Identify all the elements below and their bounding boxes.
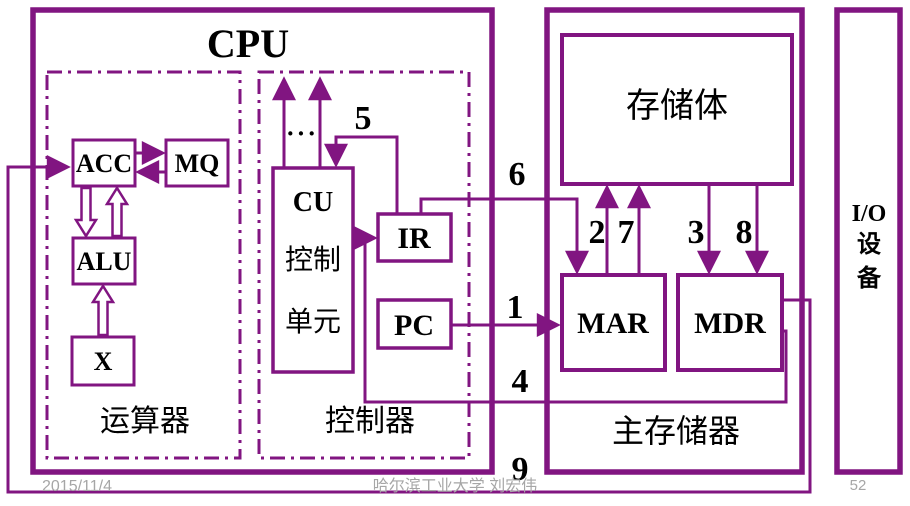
mdr-box [676, 273, 784, 372]
step-label-2: 2 [589, 214, 606, 251]
x-register-label: X [94, 347, 113, 376]
datapath-section-label: 运算器 [100, 405, 190, 438]
cpu-title: CPU [207, 21, 289, 66]
step-label-3: 3 [688, 214, 705, 251]
step-label-1: 1 [507, 289, 524, 326]
datapath-dashed-box [45, 70, 242, 460]
main-memory-box [544, 7, 805, 475]
block-arrow-x-to-alu [90, 283, 116, 337]
step-label-6: 6 [509, 156, 526, 193]
mar-box [560, 273, 667, 372]
mq-box [164, 138, 230, 188]
alu-label: ALU [77, 247, 132, 276]
alu-box [71, 236, 137, 286]
wire-ir-to-cu-step5 [324, 135, 399, 214]
io-device-box [834, 7, 903, 475]
io-label-line2: 设 [857, 231, 881, 258]
cu-label-cn1: 控制 [285, 244, 341, 276]
step-label-4: 4 [512, 363, 529, 400]
mq-label: MQ [175, 149, 220, 178]
wire-mdr-to-ir-step4 [353, 226, 788, 404]
storage-bank-label: 存储体 [626, 87, 728, 125]
io-label-line1: I/O [852, 201, 887, 227]
step-label-8: 8 [736, 214, 753, 251]
control-dashed-box [257, 70, 471, 460]
storage-bank-box [560, 33, 794, 186]
pc-label: PC [394, 309, 434, 342]
main-memory-label: 主存储器 [612, 413, 740, 449]
step-label-5: 5 [355, 100, 372, 137]
cu-box [271, 166, 355, 374]
footer-affiliation: 哈尔滨工业大学 刘宏伟 [373, 477, 537, 495]
footer-date: 2015/11/4 [42, 478, 112, 495]
cpu-box [30, 7, 495, 475]
step-label-9: 9 [512, 451, 529, 488]
io-label-line3: 备 [856, 264, 882, 292]
step-label-7: 7 [618, 214, 635, 251]
acc-label: ACC [76, 149, 132, 178]
block-arrow-acc-to-alu [73, 186, 99, 239]
cu-label-cn2: 单元 [285, 306, 341, 338]
mdr-label: MDR [694, 307, 766, 340]
wire-mdr-to-acc-step9 [6, 155, 812, 494]
ir-label: IR [397, 222, 431, 255]
control-signals-ellipsis: ··· [286, 119, 318, 148]
footer-page-number: 52 [850, 477, 867, 494]
acc-box [71, 138, 137, 188]
control-section-label: 控制器 [325, 405, 415, 438]
block-arrow-alu-to-acc [104, 185, 130, 238]
wire-ir-to-mar-step6 [419, 197, 589, 275]
x-register-box [70, 335, 136, 387]
cu-label: CU [293, 187, 333, 218]
mar-label: MAR [577, 307, 649, 340]
ir-box [376, 212, 453, 263]
